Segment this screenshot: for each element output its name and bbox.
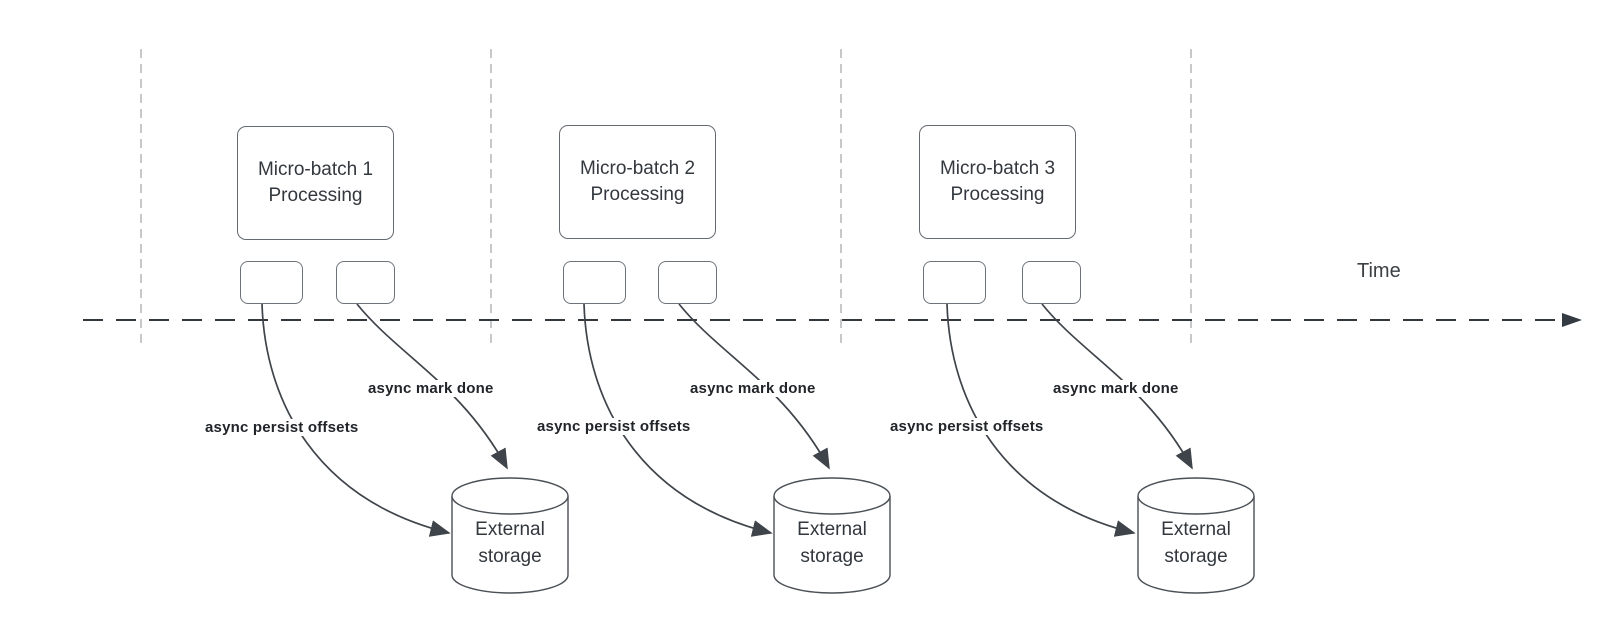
microbatch-box-label: Processing [950,184,1045,205]
mark-done-arrow-label: async mark done [366,380,496,397]
timeline-arrowhead-icon [1562,313,1582,327]
persist-offsets-task-box [240,261,303,304]
external-storage-label: External storage [1161,519,1231,567]
persist-offsets-arrow [946,303,1136,537]
cylinder-shape-icon [1137,477,1255,594]
external-storage-cylinder: External storage [1137,477,1255,594]
arrows-section-3 [946,303,1193,537]
mark-done-arrow-label: async mark done [688,380,818,397]
time-axis-label: Time [1357,260,1401,282]
microbatch-box-label: Processing [590,184,685,205]
mark-done-arrow [678,303,830,470]
external-storage-cylinder: External storage [451,477,569,594]
microbatch-box-label: Micro-batch 3 [939,158,1056,179]
cylinder-shape-icon [773,477,891,594]
external-storage-label: External storage [797,519,867,567]
external-storage-cylinder: External storage [773,477,891,594]
microbatch-2-processing-box: Micro-batch 2 Processing [559,125,716,239]
persist-offsets-arrow-label: async persist offsets [888,418,1046,435]
external-storage-label: External storage [475,519,545,567]
mark-done-task-box [658,261,717,304]
arrows-section-2 [583,303,830,537]
persist-offsets-arrow [261,303,451,537]
microbatch-box-label: Micro-batch 1 [257,159,374,180]
mark-done-task-box [1022,261,1081,304]
microbatch-box-label: Processing [268,185,363,206]
persist-offsets-task-box [563,261,626,304]
microbatch-box-label: Micro-batch 2 [579,158,696,179]
cylinder-shape-icon [451,477,569,594]
mark-done-task-box [336,261,395,304]
mark-done-arrow-label: async mark done [1051,380,1181,397]
arrows-section-1 [261,303,508,537]
persist-offsets-task-box [923,261,986,304]
microbatch-1-processing-box: Micro-batch 1 Processing [237,126,394,240]
microbatch-3-processing-box: Micro-batch 3 Processing [919,125,1076,239]
mark-done-arrow [356,303,508,470]
persist-offsets-arrow-label: async persist offsets [535,418,693,435]
mark-done-arrow [1041,303,1193,470]
persist-offsets-arrow-label: async persist offsets [203,419,361,436]
persist-offsets-arrow [583,303,773,537]
